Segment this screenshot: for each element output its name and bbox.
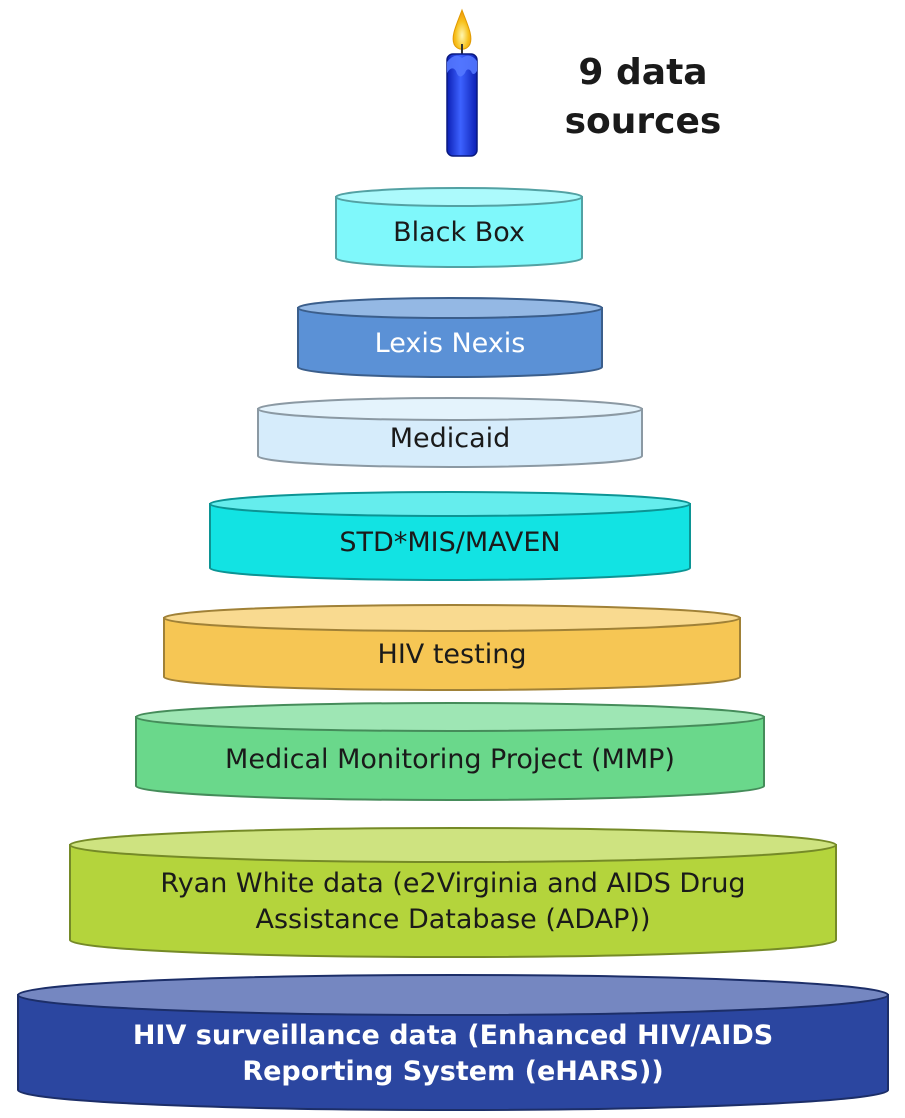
- cake-tier-5: [163, 604, 741, 691]
- tier-body: [297, 307, 603, 378]
- candle-drip: [447, 55, 477, 77]
- tier-top: [335, 187, 583, 207]
- candle-flame: [452, 8, 472, 50]
- tier-top: [135, 702, 765, 732]
- caption-line-1: 9 data: [578, 52, 708, 93]
- tier-body: [69, 844, 837, 958]
- candle-body: [446, 53, 478, 157]
- caption: 9 data sources: [548, 48, 738, 146]
- tier-body: [209, 503, 691, 581]
- candle-icon: [446, 8, 478, 157]
- cake-tier-1: [335, 187, 583, 268]
- cake-tier-7: [69, 827, 837, 958]
- cake-tier-6: [135, 702, 765, 801]
- tier-label-4: STD*MIS/MAVEN: [339, 527, 561, 558]
- cake-tiers: [17, 187, 889, 1111]
- tier-label-2: Lexis Nexis: [374, 327, 526, 359]
- tier-body: [163, 617, 741, 691]
- tier-label-3: Medicaid: [389, 423, 511, 454]
- cake-tier-3: [257, 397, 643, 468]
- tier-label-5: HIV testing: [377, 639, 527, 670]
- tier-top: [209, 491, 691, 517]
- caption-line-2: sources: [564, 101, 722, 142]
- cake-tier-4: [209, 491, 691, 581]
- cake-tier-2: [297, 297, 603, 378]
- tier-body: [17, 994, 889, 1111]
- tier-label-8: HIV surveillance data (Enhanced HIV/AIDS…: [132, 1019, 774, 1087]
- tier-label-6: Medical Monitoring Project (MMP): [225, 743, 675, 775]
- tier-body: [335, 196, 583, 268]
- tier-top: [257, 397, 643, 421]
- tier-top: [17, 974, 889, 1016]
- tier-top: [163, 604, 741, 632]
- tier-label-7: Ryan White data (e2Virginia and AIDS Dru…: [160, 868, 746, 935]
- tier-top: [69, 827, 837, 863]
- tier-label-1: Black Box: [393, 217, 525, 248]
- tier-body: [135, 716, 765, 801]
- tier-top: [297, 297, 603, 319]
- cake-tier-8: [17, 974, 889, 1111]
- tier-body: [257, 408, 643, 468]
